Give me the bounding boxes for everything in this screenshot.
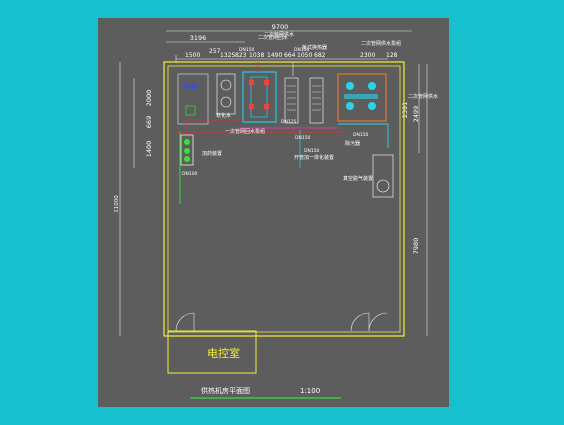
drawing-scale: 1:100 [300,387,320,395]
dim-top-7: 1050 [297,52,312,59]
exchanger-a [284,77,299,124]
room-label: 电控室 [207,346,240,360]
dim-top-6: 664 [284,52,296,59]
pipe-size-5: DN150 [304,148,320,154]
dim-left-group: 3196 [190,34,207,42]
dim-top-0: 1500 [185,52,200,59]
plate-exchanger [242,71,277,123]
pipes [176,62,389,204]
note-secondary-return-top: 二次管网回水 [258,34,288,41]
dim-top-1: 257 [209,48,221,55]
dim-top-4: 1038 [249,52,264,59]
tank-valve [185,105,196,116]
tank-label: 水箱 [182,81,198,91]
dim-left-1: 669 [145,116,153,128]
dim-overall-width: 9700 [272,23,289,31]
note-open-box: 开管加一体化装置 [294,154,334,161]
softener [216,73,236,115]
dim-top-3: 823 [235,52,247,59]
pipe-sizes: DN150 DN150 DN125 DN150 DN150 DN150 DN10… [182,47,369,177]
dimension-lines [119,30,428,336]
vacuum-degasser [372,154,394,198]
pump-group [337,73,387,122]
water-tank [177,73,209,125]
note-plate-exchanger: 板式换热器 [302,44,327,51]
note-primary-return: 二次管网供水 [264,31,294,38]
pipe-size-2: DN150 [294,47,310,53]
annotations: 二次管网回水 板式换热器 二次管网供水泵组 二次管网供水 软化水 一次管网回水泵… [202,31,438,182]
note-secondary-supply-pump: 二次管网供水泵组 [361,40,401,47]
dim-right-upper-inner: 2499 [412,106,420,123]
note-vacuum-degasser: 真空脱气装置 [343,175,373,182]
dim-top-9: 2300 [360,52,375,59]
dim-top-2: 1325 [220,52,235,59]
drawing-canvas: 9700 3196 1500 257 1325 823 1038 1490 66… [98,18,449,407]
dim-left-2: 1400 [145,141,153,158]
pipe-size-4: DN150 [295,135,311,141]
walls [163,61,405,374]
note-dosing-device: 加药装置 [202,150,222,157]
dim-top-8: 682 [314,52,326,59]
note-secondary-return-pump: 一次管网回水泵组 [225,128,265,135]
dosing-device [180,134,194,166]
note-secondary-supply-right: 二次管网供水 [408,93,438,100]
dimension-texts: 9700 3196 1500 257 1325 823 1038 1490 66… [114,23,420,254]
dim-right-upper: 2391 [401,102,409,119]
pipe-size-7: DN100 [182,171,198,177]
note-dirt-separator: 除污器 [345,140,360,147]
equipment [177,71,394,198]
exchanger-b [309,77,324,124]
dim-left-0: 2000 [145,90,153,107]
note-softener: 软化水 [216,112,231,119]
pipe-size-3: DN125 [281,119,297,125]
dim-right-lower: 7980 [412,238,420,255]
dim-overall-height: 11000 [114,195,120,213]
drawing-title: 供热机房平面图 [201,386,250,395]
dim-top-5: 1490 [267,52,282,59]
dim-top-10: 128 [386,52,398,59]
floor-plan: 9700 3196 1500 257 1325 823 1038 1490 66… [114,23,438,399]
pipe-size-6: DN150 [353,132,369,138]
pipe-size-1: DN150 [239,47,255,53]
